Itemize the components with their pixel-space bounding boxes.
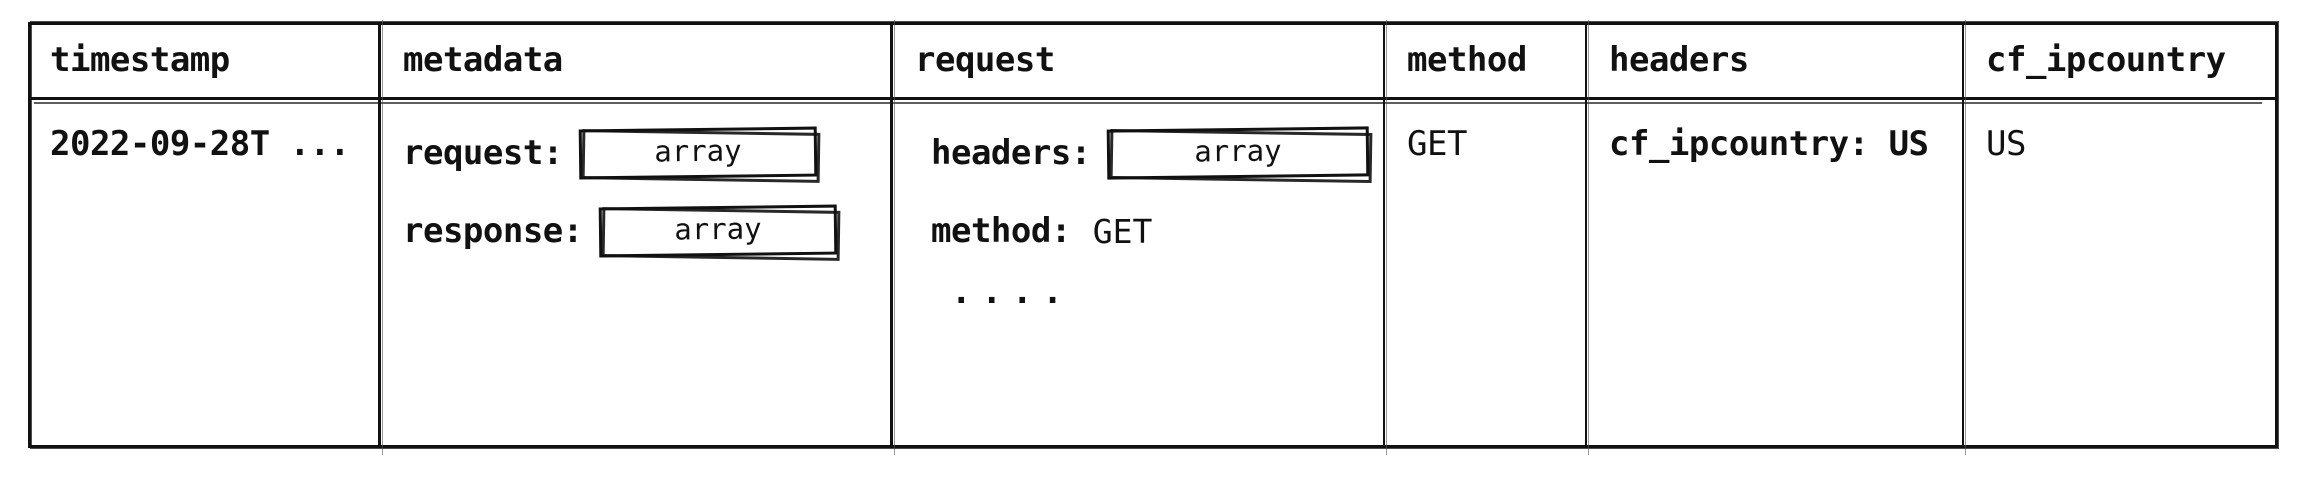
- metadata-field-response-array-chip-label: array: [673, 211, 762, 247]
- table-row-cell-cf-ipcountry[interactable]: US: [1964, 97, 2278, 448]
- request-truncation-ellipsis: ....: [951, 272, 1073, 312]
- metadata-field-request-key: request:: [403, 133, 563, 173]
- column-header-method[interactable]: method: [1385, 22, 1585, 97]
- request-field-headers-array-chip[interactable]: array: [1106, 126, 1373, 184]
- table-row-cell-headers[interactable]: cf_ipcountry: US: [1587, 97, 1962, 448]
- metadata-field-response: response: array: [403, 204, 890, 261]
- column-header-method-label: method: [1407, 39, 1527, 80]
- table-row-cell-timestamp[interactable]: 2022-09-28T ...: [28, 97, 378, 448]
- column-header-cf-ipcountry[interactable]: cf_ipcountry: [1964, 22, 2278, 97]
- metadata-field-request: request: array: [403, 126, 890, 183]
- column-header-metadata-label: metadata: [403, 39, 563, 80]
- request-field-method-value: GET: [1092, 211, 1153, 251]
- method-value: GET: [1407, 124, 1467, 164]
- column-header-timestamp[interactable]: timestamp: [28, 22, 378, 97]
- request-field-method-key: method:: [931, 211, 1071, 251]
- table-row-cell-method[interactable]: GET: [1385, 97, 1585, 448]
- column-divider-request-method: [1383, 20, 1387, 455]
- column-divider-method-headers: [1585, 20, 1589, 455]
- metadata-field-request-array-chip-label: array: [653, 133, 742, 169]
- headers-value: cf_ipcountry: US: [1609, 124, 1929, 164]
- table-row-cell-request[interactable]: headers: array method: GET ....: [893, 97, 1383, 448]
- column-header-cf-ipcountry-label: cf_ipcountry: [1986, 39, 2226, 80]
- metadata-field-response-array-chip[interactable]: array: [598, 204, 841, 261]
- request-field-method: method: GET: [931, 205, 1383, 257]
- column-divider-timestamp-metadata: [378, 20, 383, 455]
- column-header-metadata[interactable]: metadata: [381, 22, 890, 97]
- request-field-headers-key: headers:: [931, 133, 1091, 173]
- column-header-request[interactable]: request: [893, 22, 1383, 97]
- metadata-field-request-array-chip[interactable]: array: [578, 126, 821, 183]
- request-field-headers-array-chip-label: array: [1193, 133, 1282, 169]
- column-header-request-label: request: [915, 39, 1055, 80]
- column-divider-metadata-request: [890, 20, 895, 455]
- header-row-divider: [28, 97, 2278, 104]
- table-row-cell-metadata[interactable]: request: array response: array: [381, 97, 890, 448]
- header-row-divider-sketch-stroke: [34, 102, 2262, 104]
- request-field-headers: headers: array: [931, 126, 1383, 184]
- column-header-headers[interactable]: headers: [1587, 22, 1962, 97]
- cf-ipcountry-value: US: [1986, 124, 2026, 164]
- timestamp-value: 2022-09-28T ...: [50, 124, 350, 164]
- column-header-timestamp-label: timestamp: [50, 39, 230, 80]
- metadata-field-response-key: response:: [403, 211, 583, 251]
- column-divider-headers-cfipcountry: [1962, 20, 1966, 455]
- data-table: timestamp metadata request method header…: [28, 20, 2279, 455]
- column-header-headers-label: headers: [1609, 39, 1749, 80]
